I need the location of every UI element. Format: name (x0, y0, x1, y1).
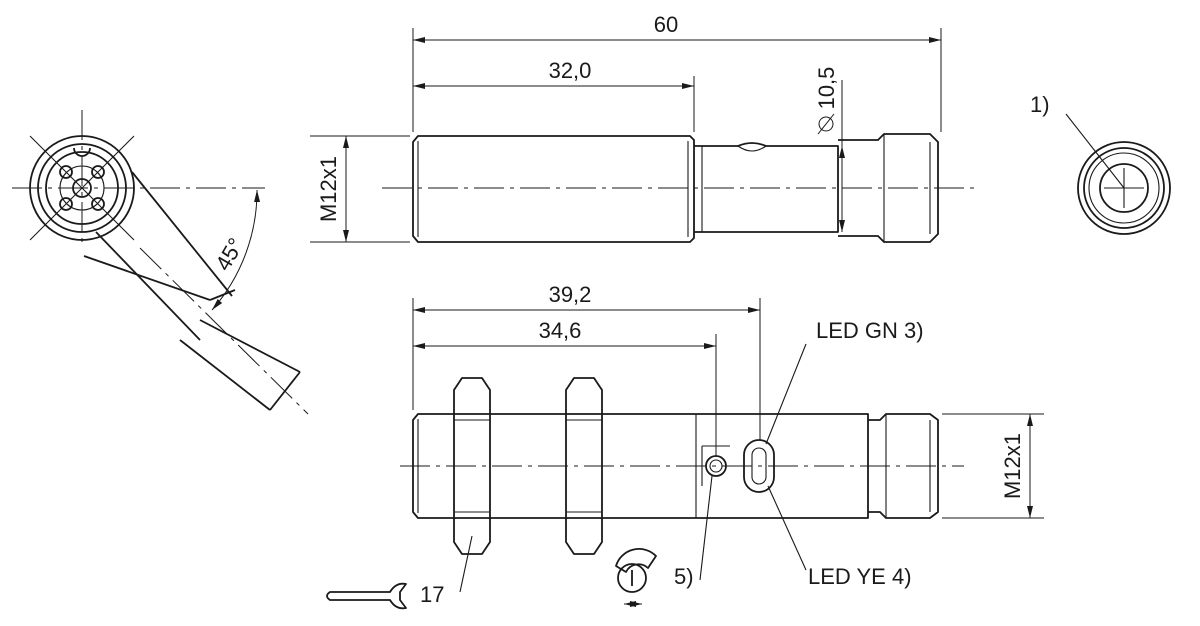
thread-dimension-bottom: M12x1 (1000, 433, 1025, 499)
potentiometer-adjust-icon (615, 548, 657, 607)
thread-dimension-top: M12x1 (316, 156, 341, 222)
connector-end-view: 45° (12, 110, 309, 415)
led-yellow-label: LED YE 4) (808, 564, 912, 589)
overall-length-dimension: 60 (654, 12, 678, 37)
sensor-bottom-view: 39,2 34,6 M12x1 LED GN 3) LED YE 4) 5) 1… (326, 282, 1044, 610)
diameter-dimension: 10,5 (814, 67, 839, 110)
led-distance-dimension: 39,2 (549, 282, 592, 307)
led-window-icon (743, 439, 775, 493)
sensing-face-view: 1) (1030, 92, 1171, 235)
body-length-dimension: 32,0 (549, 58, 592, 83)
sensor-top-view: 60 32,0 M12x1 10,5 (310, 12, 978, 243)
angle-dimension: 45° (210, 234, 248, 275)
note-5-label: 5) (674, 564, 694, 589)
pot-distance-dimension: 34,6 (539, 318, 582, 343)
led-green-label: LED GN 3) (816, 318, 924, 343)
note-1-label: 1) (1030, 92, 1050, 117)
diameter-symbol (817, 113, 835, 135)
wrench-size-label: 17 (420, 582, 444, 607)
wrench-icon (326, 582, 407, 610)
